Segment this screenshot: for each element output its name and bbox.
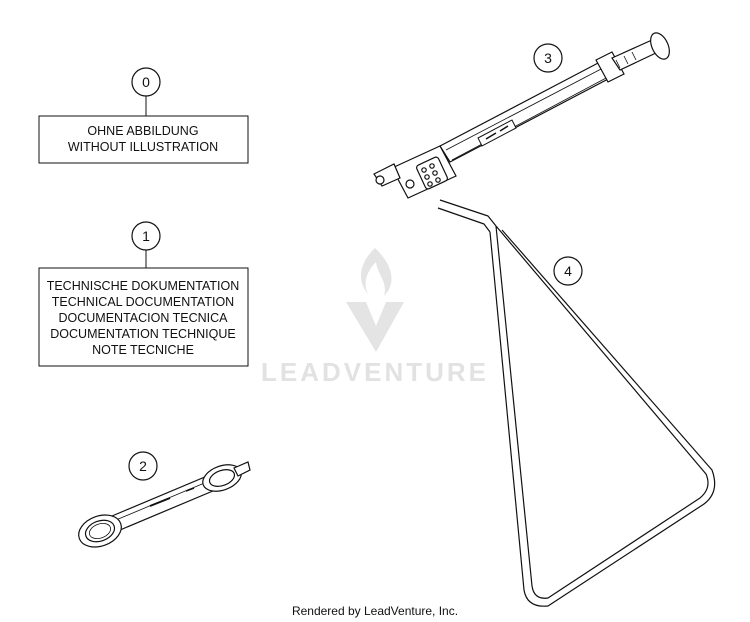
callout-1[interactable]: 1 bbox=[131, 221, 161, 268]
callout-2[interactable]: 2 bbox=[128, 451, 158, 481]
watermark-text: LEADVENTURE bbox=[261, 357, 489, 387]
box0-line1: OHNE ABBILDUNG bbox=[87, 124, 198, 138]
tire-pump-part[interactable] bbox=[373, 30, 673, 199]
footer-credit: Rendered by LeadVenture, Inc. bbox=[291, 604, 459, 618]
callout-3-label: 3 bbox=[544, 50, 552, 66]
leadventure-watermark: LEADVENTURE bbox=[261, 248, 489, 387]
box1-line4: DOCUMENTATION TECHNIQUE bbox=[50, 327, 235, 341]
callout-4-label: 4 bbox=[564, 263, 572, 279]
v-logo-icon bbox=[346, 302, 404, 352]
side-stand-part[interactable] bbox=[437, 199, 716, 607]
box0-line2: WITHOUT ILLUSTRATION bbox=[68, 140, 218, 154]
box1-line5: NOTE TECNICHE bbox=[92, 343, 194, 357]
callout-1-label: 1 bbox=[142, 228, 150, 244]
box1-line2: TECHNICAL DOCUMENTATION bbox=[52, 295, 234, 309]
box-technical-documentation: TECHNISCHE DOKUMENTATION TECHNICAL DOCUM… bbox=[38, 267, 249, 367]
callout-0-label: 0 bbox=[142, 74, 150, 90]
box1-line3: DOCUMENTACION TECNICA bbox=[59, 311, 229, 325]
flame-logo-icon bbox=[360, 248, 392, 296]
wrench-part[interactable] bbox=[74, 460, 251, 553]
box1-line1: TECHNISCHE DOKUMENTATION bbox=[47, 279, 240, 293]
callout-3[interactable]: 3 bbox=[533, 43, 563, 73]
callout-0[interactable]: 0 bbox=[131, 67, 161, 116]
callout-4[interactable]: 4 bbox=[553, 256, 583, 286]
callout-2-label: 2 bbox=[139, 458, 147, 474]
box-without-illustration: OHNE ABBILDUNG WITHOUT ILLUSTRATION bbox=[38, 115, 249, 164]
